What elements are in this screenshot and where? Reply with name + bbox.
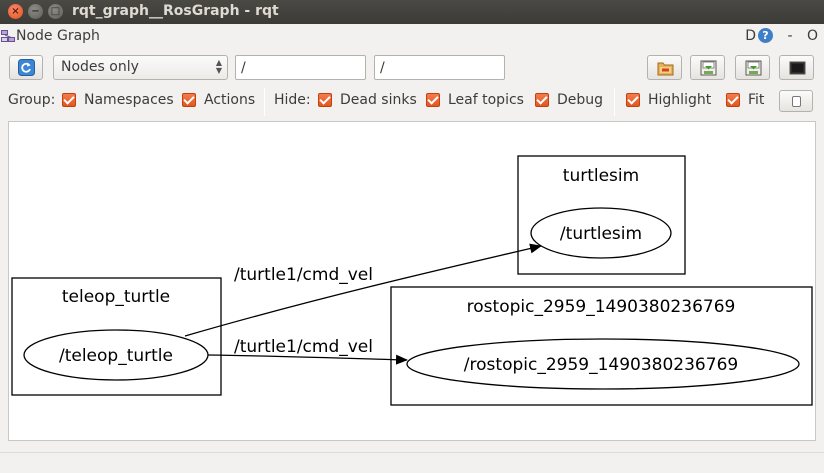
namespaces-label[interactable]: Namespaces <box>84 92 174 108</box>
help-icon[interactable]: ? <box>758 28 773 43</box>
dock-controls: D? - O <box>743 28 818 44</box>
debug-label[interactable]: Debug <box>557 92 604 108</box>
graph-type-value: Nodes only <box>61 59 139 75</box>
edge-label-cmd-vel-2: /turtle1/cmd_vel <box>234 337 373 357</box>
dock-d-button[interactable]: D <box>745 28 756 44</box>
edge-teleop-to-turtlesim[interactable] <box>184 243 542 337</box>
save-dot-icon <box>700 60 717 76</box>
leaf-topics-label[interactable]: Leaf topics <box>448 92 524 108</box>
dead-sinks-label[interactable]: Dead sinks <box>340 92 417 108</box>
save-svg-button[interactable] <box>735 55 770 80</box>
save-svg-icon <box>745 60 762 76</box>
namespace-filter-input[interactable] <box>235 55 366 80</box>
dock-minimize-button[interactable]: - <box>787 28 793 44</box>
highlight-checkbox[interactable] <box>626 93 640 107</box>
window-minimize-button[interactable]: − <box>28 4 43 19</box>
refresh-button[interactable] <box>9 55 43 80</box>
namespace-box-teleop-turtle <box>11 277 222 396</box>
window-maximize-button[interactable]: □ <box>48 4 63 19</box>
highlight-label[interactable]: Highlight <box>648 92 712 108</box>
graph-view[interactable]: turtlesim /turtlesim teleop_turtle /tele… <box>8 121 816 441</box>
namespace-box-turtlesim <box>517 155 686 275</box>
topic-filter-input[interactable] <box>374 55 505 80</box>
namespace-label-rostopic: rostopic_2959_1490380236769 <box>467 297 736 317</box>
debug-checkbox[interactable] <box>535 93 549 107</box>
node-label-rostopic: /rostopic_2959_1490380236769 <box>464 355 738 375</box>
namespace-box-rostopic <box>390 286 813 406</box>
graph-type-select[interactable]: Nodes only ▲▼ <box>53 55 228 80</box>
leaf-topics-checkbox[interactable] <box>426 93 440 107</box>
actions-checkbox[interactable] <box>182 93 196 107</box>
options-bar: Group: Namespaces Actions Hide: Dead sin… <box>0 88 824 116</box>
status-bar <box>0 452 824 473</box>
node-label-turtlesim: /turtlesim <box>560 224 642 244</box>
fit-view-button[interactable] <box>779 90 813 112</box>
title-bar: × − □ rqt_graph__RosGraph - rqt <box>0 0 824 24</box>
edge-teleop-to-rostopic[interactable] <box>207 354 408 365</box>
fit-label[interactable]: Fit <box>748 92 765 108</box>
node-label-teleop-turtle: /teleop_turtle <box>59 346 173 366</box>
namespaces-checkbox[interactable] <box>62 93 76 107</box>
namespace-label-turtlesim: turtlesim <box>563 166 639 186</box>
window-close-button[interactable]: × <box>8 4 23 19</box>
window-title: rqt_graph__RosGraph - rqt <box>72 3 279 19</box>
edge-label-cmd-vel-1: /turtle1/cmd_vel <box>234 265 373 285</box>
save-dot-button[interactable] <box>690 55 725 80</box>
graph-svg: turtlesim /turtlesim teleop_turtle /tele… <box>11 155 813 406</box>
hide-label: Hide: <box>274 92 311 108</box>
node-graph-icon <box>1 30 15 42</box>
namespace-label-teleop-turtle: teleop_turtle <box>62 287 170 307</box>
dock-close-button[interactable]: O <box>806 28 818 44</box>
load-dot-button[interactable] <box>647 55 682 80</box>
actions-label[interactable]: Actions <box>204 92 256 108</box>
screenshot-icon <box>789 61 806 75</box>
refresh-icon <box>18 59 35 76</box>
dock-header: Node Graph D? - O <box>0 26 824 48</box>
combo-arrows-icon: ▲▼ <box>215 58 222 75</box>
dock-title: Node Graph <box>16 28 100 44</box>
screenshot-button[interactable] <box>779 55 814 80</box>
dead-sinks-checkbox[interactable] <box>318 93 332 107</box>
separator <box>614 88 615 116</box>
load-dot-icon <box>657 62 674 76</box>
node-turtlesim[interactable] <box>530 207 672 259</box>
separator <box>264 88 265 116</box>
fit-view-icon <box>792 96 801 107</box>
group-label: Group: <box>8 92 56 108</box>
fit-checkbox[interactable] <box>726 93 740 107</box>
